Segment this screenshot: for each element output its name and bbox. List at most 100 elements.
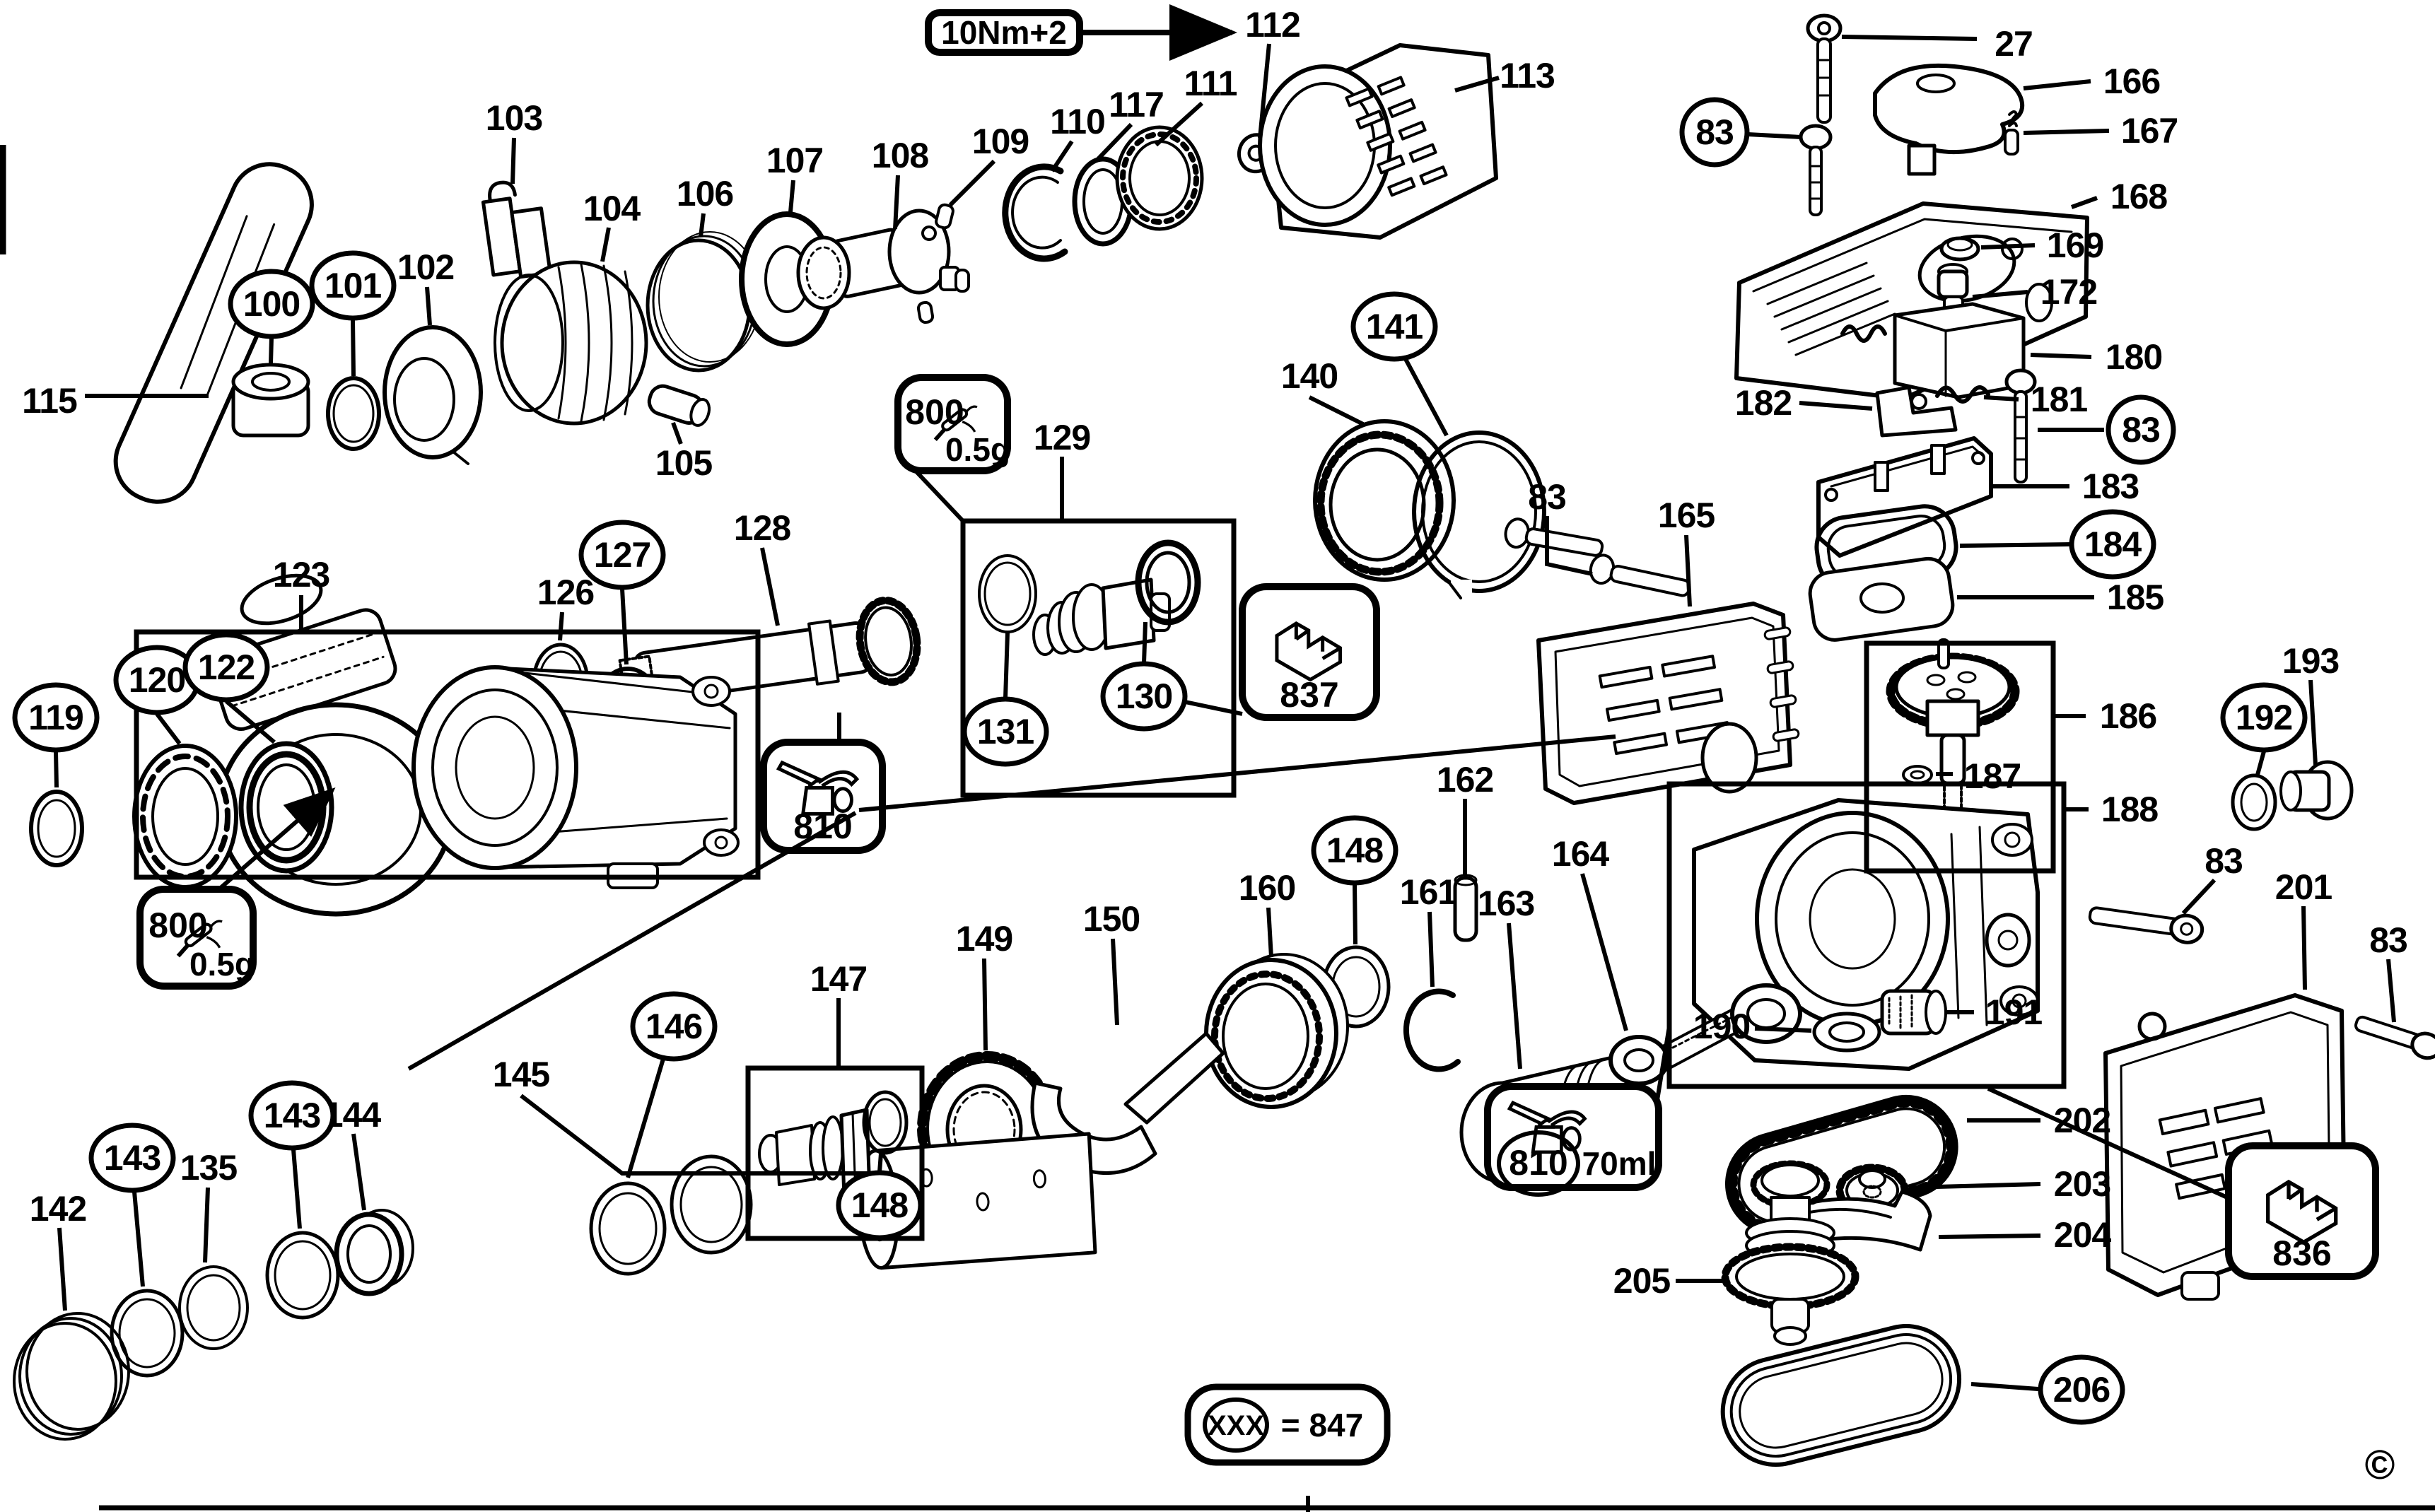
leader-line bbox=[893, 175, 900, 230]
leader-line bbox=[2301, 906, 2307, 990]
leader-line bbox=[699, 213, 706, 238]
part-callout-204: 204 bbox=[1938, 1215, 2112, 1255]
connector-lines-layer bbox=[219, 467, 2229, 1200]
part-callout-100: 100 bbox=[228, 269, 315, 364]
leader-line bbox=[2181, 878, 2217, 915]
leader-line bbox=[1938, 1233, 2041, 1239]
callout-number: 188 bbox=[2101, 790, 2159, 829]
part-callout-112: 112 bbox=[1245, 5, 1301, 139]
callout-circle bbox=[309, 250, 397, 321]
kit-836-label: 836 bbox=[2272, 1233, 2331, 1273]
part-146-o-rings bbox=[589, 1154, 753, 1276]
part-callout-191: 191 bbox=[1944, 992, 2043, 1032]
part-187-washer bbox=[1902, 765, 1933, 785]
part-103-brush-holder bbox=[481, 180, 552, 279]
callout-number: 187 bbox=[1964, 756, 2021, 796]
leader-line bbox=[1580, 873, 1628, 1031]
part-callout-206: 206 bbox=[1970, 1354, 2125, 1425]
kit-800-lower-note: 0.5g bbox=[189, 946, 255, 983]
callout-circle bbox=[248, 1080, 336, 1151]
part-callout-164: 164 bbox=[1552, 834, 1628, 1031]
part-119-circlip bbox=[29, 790, 84, 867]
callout-number: 100 bbox=[243, 284, 300, 324]
torque-spec-box: 10Nm+2 bbox=[925, 4, 1237, 61]
kit-810-upper: 810 bbox=[760, 739, 886, 854]
callout-number: 83 bbox=[2205, 841, 2243, 881]
part-callout-123: 123 bbox=[273, 555, 330, 631]
part-123-gear-housing bbox=[411, 665, 740, 889]
part-callout-115: 115 bbox=[22, 381, 209, 421]
callout-number: 120 bbox=[129, 660, 185, 700]
leader-line bbox=[291, 1149, 302, 1229]
callout-number: 126 bbox=[537, 573, 594, 612]
leader-line bbox=[1754, 1026, 1812, 1033]
callout-number: 164 bbox=[1552, 834, 1610, 874]
callout-number: 191 bbox=[1985, 992, 2043, 1032]
callout-number: 166 bbox=[2103, 61, 2160, 101]
part-callout-187: 187 bbox=[1936, 756, 2021, 796]
leader-line bbox=[600, 227, 611, 262]
callout-number: 147 bbox=[810, 959, 867, 999]
part-callout-146: 146 bbox=[626, 991, 718, 1178]
kit800-arrow-to-122 bbox=[219, 787, 336, 890]
part-100-nut bbox=[231, 363, 310, 438]
legend-circle bbox=[1203, 1397, 1269, 1453]
callout-circle bbox=[2106, 394, 2176, 465]
callout-number: 186 bbox=[2100, 696, 2156, 736]
callout-number: 160 bbox=[1239, 868, 1295, 908]
leader-line bbox=[2386, 959, 2396, 1023]
callout-number: 128 bbox=[734, 508, 791, 548]
copyright-mark: © bbox=[2365, 1442, 2395, 1488]
callout-number: 204 bbox=[2054, 1215, 2112, 1255]
leader-line bbox=[1050, 140, 1074, 172]
leader-line bbox=[1266, 907, 1273, 958]
callout-number: 122 bbox=[198, 647, 255, 687]
part-callout-128: 128 bbox=[734, 508, 791, 626]
callout-number: 105 bbox=[655, 443, 713, 483]
part-140-ratchet-ring bbox=[1313, 419, 1456, 582]
part-182-latch bbox=[1875, 385, 1958, 438]
part-callout-190: 190 bbox=[1693, 1007, 1812, 1046]
callout-circle bbox=[1679, 97, 1750, 168]
callout-number: 201 bbox=[2275, 867, 2332, 907]
part-141-circlip bbox=[1412, 430, 1546, 599]
leader-line bbox=[132, 1191, 145, 1287]
part-callout-119: 119 bbox=[12, 682, 100, 788]
callout-number: 203 bbox=[2054, 1164, 2110, 1204]
part-callout-83: 83 bbox=[1528, 477, 1593, 576]
leader-line bbox=[1154, 101, 1204, 147]
callout-number: 111 bbox=[1184, 64, 1237, 103]
callout-circle bbox=[630, 991, 718, 1062]
part-callout-27: 27 bbox=[1841, 24, 2033, 64]
part-callout-148: 148 bbox=[1311, 815, 1398, 945]
callout-number: 149 bbox=[956, 919, 1012, 959]
leader-line bbox=[671, 421, 683, 445]
part-callout-201: 201 bbox=[2275, 867, 2332, 990]
torque-spec-label: 10Nm+2 bbox=[941, 14, 1067, 51]
kit-800-upper-note: 0.5g bbox=[945, 431, 1010, 468]
part-callout-143: 143 bbox=[248, 1080, 336, 1229]
part-callout-110: 110 bbox=[1050, 102, 1106, 172]
legend-value: = 847 bbox=[1281, 1407, 1363, 1443]
callout-circle bbox=[1311, 815, 1398, 886]
callout-number: 146 bbox=[646, 1007, 702, 1046]
leader-line bbox=[510, 137, 516, 184]
leader-line bbox=[57, 1227, 67, 1311]
part-83-screw-201b bbox=[2354, 1015, 2435, 1060]
leader-line bbox=[558, 611, 564, 641]
part-callout-150: 150 bbox=[1083, 899, 1140, 1026]
callout-number: 193 bbox=[2282, 641, 2339, 681]
oil-line-right bbox=[858, 734, 1616, 812]
part-callout-126: 126 bbox=[537, 573, 595, 641]
leader-line bbox=[351, 319, 356, 377]
callouts-layer: 1121131111171101091081071061041031021151… bbox=[12, 5, 2408, 1425]
callout-number: 168 bbox=[2110, 177, 2168, 216]
kit-800-upper-label: 800 bbox=[905, 392, 964, 432]
part-callout-105: 105 bbox=[655, 421, 713, 483]
part-callout-131: 131 bbox=[962, 632, 1049, 767]
callout-number: 107 bbox=[766, 141, 823, 180]
callout-number: 131 bbox=[977, 712, 1034, 751]
